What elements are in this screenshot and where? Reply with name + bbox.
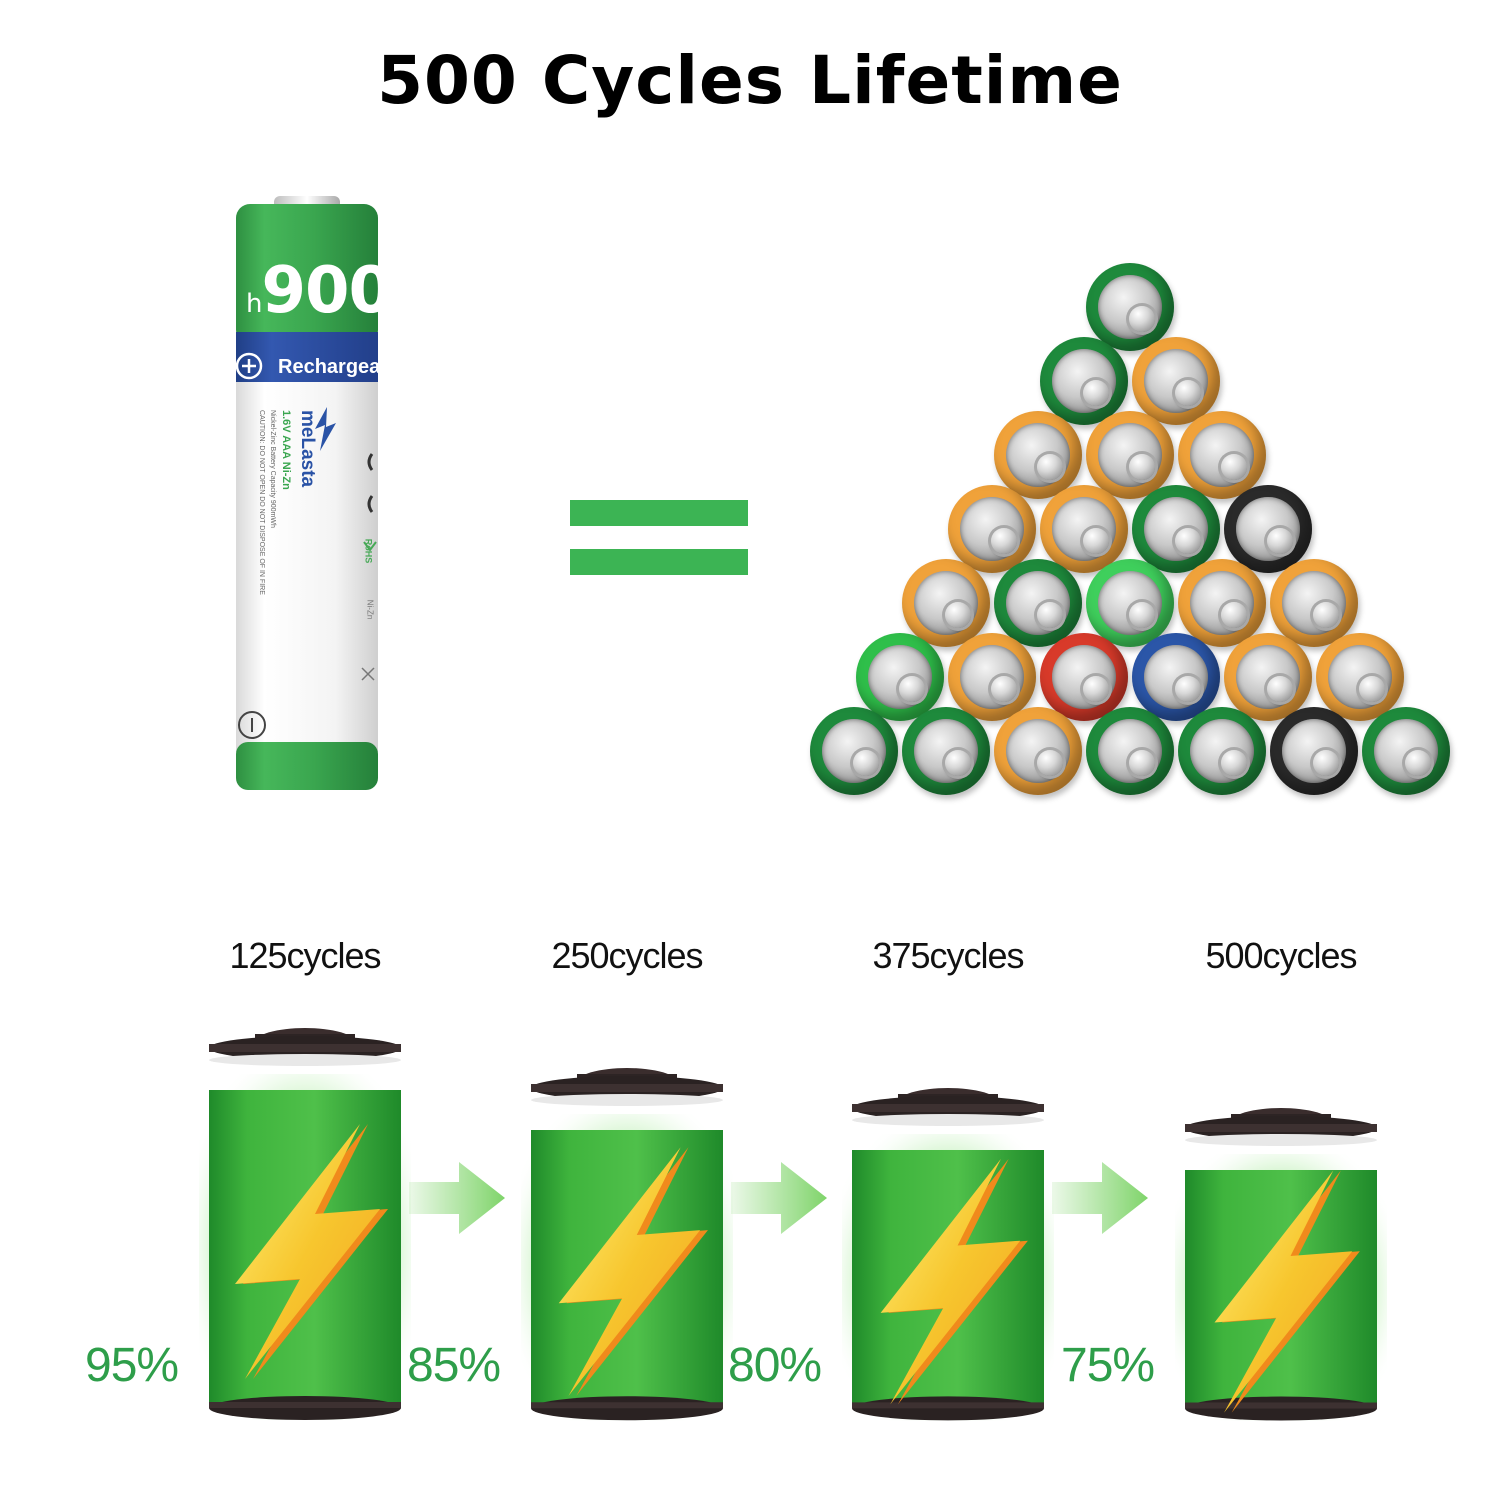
- pyramid-battery: [1086, 707, 1174, 795]
- pyramid-battery: [1362, 707, 1450, 795]
- stage-battery-4: [1175, 1107, 1387, 1420]
- headline: 500 Cycles Lifetime: [377, 42, 1123, 119]
- spec-capacity: Nickel-Zinc Battery Capacity 900mWh: [269, 410, 276, 528]
- equals-bar-bottom: [570, 549, 748, 575]
- rohs-mark: RoHS: [363, 538, 374, 564]
- pyramid-battery: [1316, 633, 1404, 721]
- pyramid-battery: [994, 411, 1082, 499]
- spec-voltage: 1.6V AAA Ni-Zn: [280, 410, 292, 490]
- stage-cycles-label: 250cycles: [551, 935, 703, 976]
- stage-battery-3: [842, 1087, 1054, 1420]
- stage-percent-label: 80%: [728, 1339, 822, 1392]
- battery-pyramid: [800, 255, 1460, 815]
- pyramid-battery: [1132, 633, 1220, 721]
- stage-cycles-label: 375cycles: [872, 935, 1024, 976]
- pyramid-battery: [1178, 707, 1266, 795]
- brand-logo-text: meLasta: [297, 410, 318, 488]
- pyramid-battery: [1178, 559, 1266, 647]
- spec-caution: CAUTION: DO NOT OPEN DO NOT DISPOSE OF I…: [258, 410, 265, 595]
- stage-percent-label: 75%: [1061, 1339, 1155, 1392]
- pyramid-battery: [1040, 633, 1128, 721]
- pyramid-battery: [1270, 559, 1358, 647]
- pyramid-battery: [1086, 559, 1174, 647]
- equals-bar-top: [570, 500, 748, 526]
- pyramid-battery: [1086, 263, 1174, 351]
- stage-cycles-label: 500cycles: [1205, 935, 1357, 976]
- progress-arrow-icon: [731, 1162, 827, 1234]
- stage-battery-1: [199, 1028, 411, 1420]
- pyramid-battery: [1270, 707, 1358, 795]
- progress-arrow-icon: [409, 1162, 505, 1234]
- stage-percent-label: 85%: [407, 1339, 501, 1392]
- pyramid-battery: [1132, 337, 1220, 425]
- pyramid-battery: [1224, 633, 1312, 721]
- pyramid-battery: [948, 633, 1036, 721]
- rechargeable-label: Rechargeable: [278, 356, 410, 378]
- pyramid-battery: [1178, 411, 1266, 499]
- pyramid-battery: [994, 559, 1082, 647]
- pyramid-battery: [856, 633, 944, 721]
- product-battery-body: [235, 196, 378, 790]
- pyramid-battery: [1224, 485, 1312, 573]
- capacity-label: h900mWh: [246, 254, 476, 328]
- pyramid-battery: [1040, 485, 1128, 573]
- pyramid-battery: [1132, 485, 1220, 573]
- pyramid-battery: [810, 707, 898, 795]
- pyramid-battery: [902, 707, 990, 795]
- chemistry-mark: Ni-Zn: [365, 599, 375, 620]
- pyramid-battery: [1040, 337, 1128, 425]
- pyramid-battery: [994, 707, 1082, 795]
- pyramid-battery: [948, 485, 1036, 573]
- progress-arrow-icon: [1052, 1162, 1148, 1234]
- product-battery: h900mWh Rechargeable: [232, 192, 476, 800]
- stage-battery-2: [521, 1067, 733, 1420]
- pyramid-battery: [1086, 411, 1174, 499]
- stage-cycles-label: 125cycles: [229, 935, 381, 976]
- pyramid-battery: [902, 559, 990, 647]
- stage-percent-label: 95%: [85, 1339, 179, 1392]
